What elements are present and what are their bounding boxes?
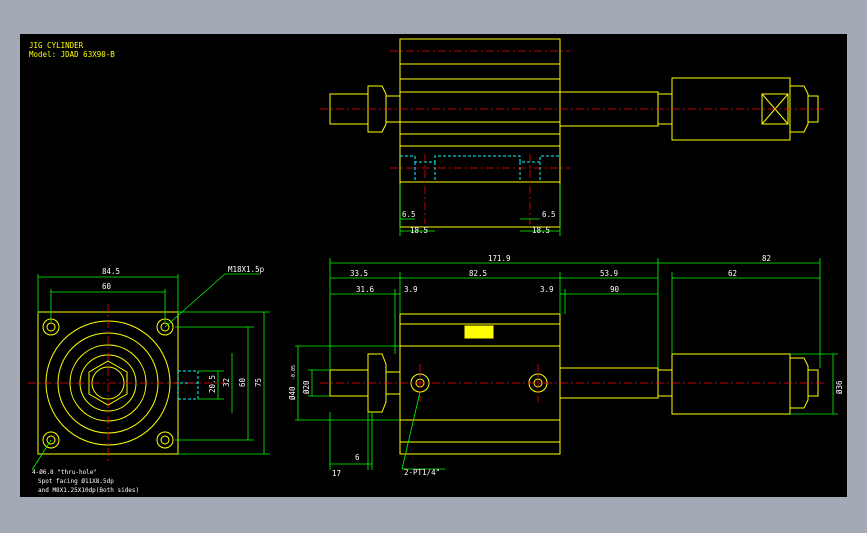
front-view-dims: [295, 258, 838, 470]
top-view-centerlines: [320, 50, 825, 224]
dim-front-82: 82: [762, 254, 771, 263]
dim-front-17: 17: [332, 469, 341, 478]
top-view: [329, 38, 819, 228]
hole-note-1: 4-Ø6.8 "thru-hole": [32, 469, 97, 476]
dim-front-33-5: 33.5: [350, 269, 368, 278]
dim-front-31-6: 31.6: [356, 285, 375, 294]
side-view-hidden: [175, 370, 200, 400]
drawing-canvas: JIG CYLINDER Model: JDAD 63X90-B: [20, 34, 847, 497]
thread-callout: M18X1.5p: [228, 265, 265, 274]
dim-top-left-small: 6.5: [402, 210, 416, 219]
dim-front-dia40-tol: -0.05: [291, 365, 297, 380]
dim-front-53-9: 53.9: [600, 269, 618, 278]
front-right-housing: [671, 353, 791, 415]
front-view: [329, 313, 819, 455]
dim-side-84-5: 84.5: [102, 267, 120, 276]
dim-side-32: 32: [222, 378, 231, 387]
dim-side-60b: 60: [238, 377, 247, 387]
cad-drawing: 6.5 18.5 6.5 18.5: [28, 38, 844, 494]
top-view-body: [399, 38, 561, 228]
dim-top-left-big: 18.5: [410, 226, 428, 235]
dim-front-dia20: Ø20: [302, 380, 311, 394]
model-label: Model: JDAD 63X90-B: [29, 50, 115, 59]
front-view-centerlines: [320, 364, 825, 402]
dim-front-171-9: 171.9: [488, 254, 511, 263]
dim-front-dia40: Ø40: [288, 386, 297, 400]
left-nut: [367, 85, 387, 133]
hole-note-3: and M8X1.25X10dp(Both sides): [38, 487, 139, 494]
mount-hole-br: [156, 431, 174, 449]
side-view-centerlines: [28, 304, 225, 464]
dim-front-62: 62: [728, 269, 737, 278]
top-view-dims: [399, 184, 561, 236]
hole-note-2: Spot facing Ø11X8.5dp: [38, 478, 114, 485]
dim-top-right-big: 18.5: [532, 226, 550, 235]
mount-hole-bl: [42, 431, 60, 449]
dim-front-dia36: Ø36: [835, 380, 844, 394]
top-view-hidden: [400, 155, 560, 182]
dim-side-60: 60: [102, 282, 112, 291]
dim-front-3-9-right: 3.9: [540, 285, 554, 294]
dim-front-3-9-left: 3.9: [404, 285, 418, 294]
dim-front-6: 6: [355, 453, 360, 462]
dim-side-75: 75: [254, 378, 263, 387]
dim-front-90: 90: [610, 285, 620, 294]
side-view-dims: [31, 273, 270, 471]
dim-top-right-small: 6.5: [542, 210, 556, 219]
port-callout: 2-PT1/4": [404, 468, 440, 477]
drawing-title: JIG CYLINDER: [29, 41, 84, 50]
dim-side-20-5: 20.5: [208, 375, 217, 393]
nameplate: [464, 325, 494, 339]
dim-front-82-5: 82.5: [469, 269, 487, 278]
